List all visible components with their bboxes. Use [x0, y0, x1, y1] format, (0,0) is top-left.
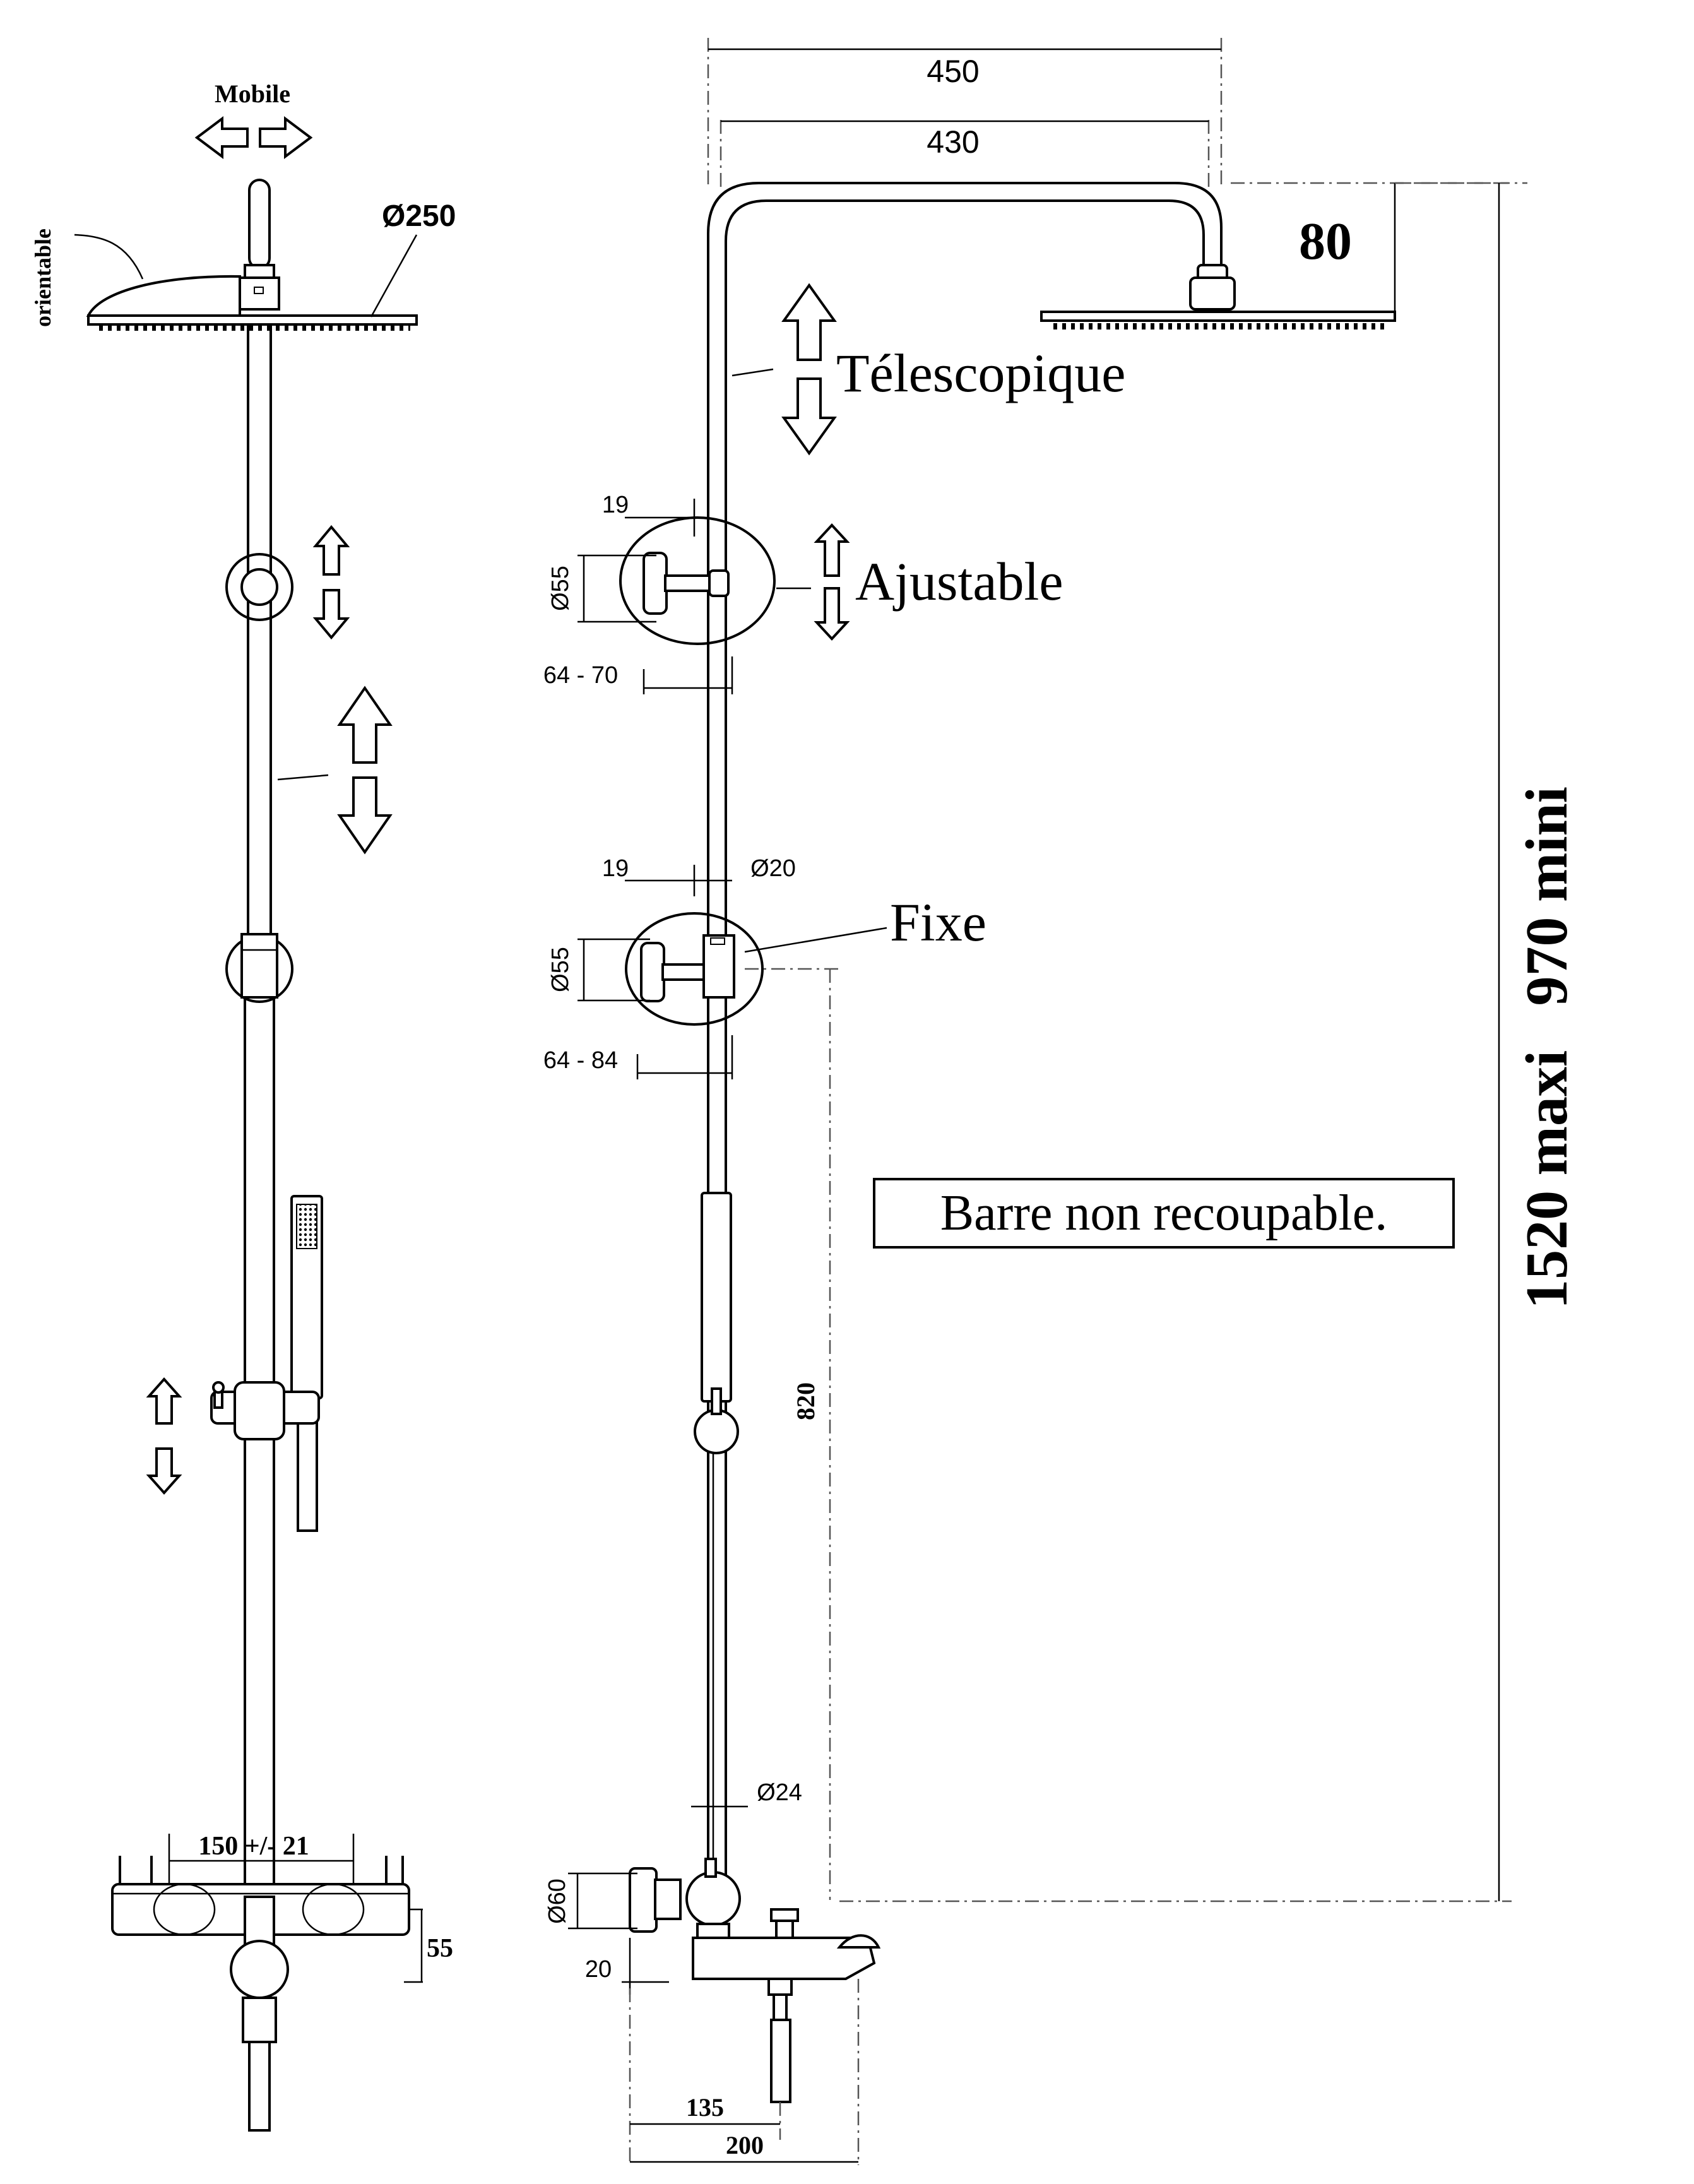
head-diameter-label: Ø250	[382, 199, 456, 233]
shower-head-front	[86, 179, 418, 333]
mobile-arrows-icon	[194, 116, 313, 159]
telescopic-side-arrows-icon	[781, 283, 837, 456]
valve-depth-label: 55	[427, 1934, 453, 1963]
telescopic-arrows-icon	[337, 685, 393, 855]
spout-inner-label: 135	[686, 2093, 724, 2122]
hand-shower-front	[290, 1195, 323, 1532]
fixed-holder-front	[225, 933, 293, 1003]
holder-upper-diameter-label: Ø55	[547, 566, 574, 611]
riser-bar-front	[244, 324, 275, 1894]
slider-front	[210, 1381, 320, 1440]
mixer-front	[111, 1856, 410, 2132]
orientable-label: orientable	[30, 228, 56, 327]
tube-diameter-upper-label: Ø20	[750, 855, 796, 882]
adjustable-holder-front	[225, 553, 293, 621]
front-view: Mobile orientable Ø250	[30, 80, 456, 2132]
lower-height-label: 820	[791, 1382, 820, 1420]
wall-offset-label: 20	[585, 1956, 612, 1983]
note-box	[873, 1178, 1455, 1249]
holder-lower-range-label: 64 - 84	[543, 1047, 618, 1074]
head-drop-label: 80	[1299, 212, 1352, 271]
holder-lower-offset-label: 19	[602, 855, 629, 882]
holder-arrows-icon	[312, 525, 350, 640]
arm-inner-width-label: 430	[927, 124, 979, 160]
tube-diameter-lower-label: Ø24	[757, 1779, 802, 1806]
adjustable-holder-side	[619, 516, 776, 645]
telescopic-leader	[277, 774, 329, 781]
valve-diameter-label: Ø60	[544, 1878, 571, 1924]
overall-height-label: 1520 maxi 970 mini	[1514, 786, 1580, 1309]
riser-bar-side	[694, 1029, 739, 1887]
spout-outer-label: 200	[726, 2131, 764, 2159]
holder-upper-offset-label: 19	[602, 492, 629, 518]
mobile-label: Mobile	[215, 80, 290, 108]
side-view: 450 430 80 Télescopique	[543, 38, 1580, 2165]
adjustable-arrows-icon	[814, 523, 850, 641]
mixer-side	[629, 1858, 881, 2103]
fixed-holder-side	[625, 909, 764, 1029]
telescopic-label: Télescopique	[836, 343, 1125, 403]
arm-outer-width-label: 450	[927, 54, 979, 89]
holder-lower-diameter-label: Ø55	[547, 947, 574, 992]
slider-arrows-icon	[146, 1377, 182, 1495]
telescopic-callout-leader	[732, 368, 774, 377]
adjustable-label: Ajustable	[855, 551, 1063, 612]
note-text: Barre non recoupable.	[940, 1185, 1388, 1241]
fixed-callout-leader	[744, 927, 887, 953]
orientable-leader	[74, 234, 144, 280]
overhead-arm	[707, 182, 1396, 941]
head-diameter-leader	[370, 234, 418, 318]
valve-spacing-label: 150 +/- 21	[198, 1832, 309, 1861]
holder-upper-range-label: 64 - 70	[543, 662, 618, 689]
fixed-label: Fixe	[890, 892, 986, 953]
